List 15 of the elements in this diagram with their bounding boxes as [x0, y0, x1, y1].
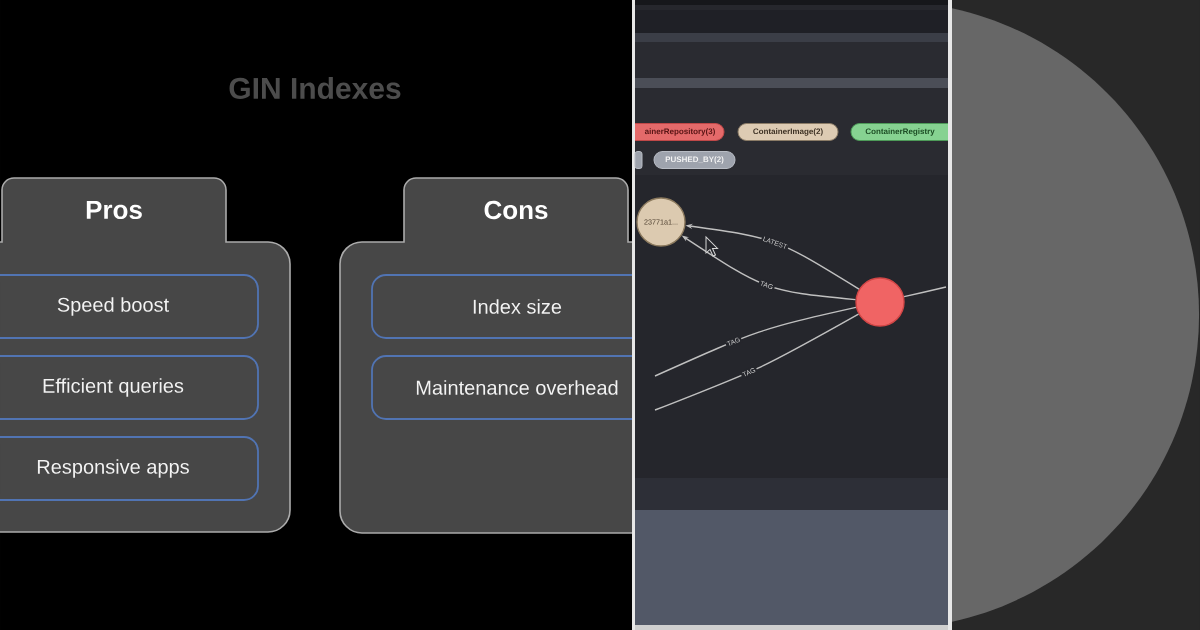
- tag-pill: [634, 151, 643, 169]
- connector-line: [903, 286, 947, 298]
- item-box: Index size: [371, 274, 633, 339]
- tag-pill: PUSHED_BY(2): [653, 151, 736, 169]
- title: GIN Indexes: [229, 77, 401, 99]
- item-box: Responsive apps: [0, 436, 259, 501]
- connector-line: [654, 306, 857, 377]
- connector-line: [654, 313, 860, 411]
- tag-pill: ContainerRegistry: [850, 123, 949, 141]
- graph-node: [855, 277, 905, 327]
- item-box: Maintenance overhead: [371, 355, 633, 420]
- item-box: Efficient queries: [0, 355, 259, 420]
- tag-pill: ainerRepository(3): [634, 123, 725, 141]
- tag-pill: ContainerImage(2): [737, 123, 839, 141]
- item-box: Speed boost: [0, 274, 259, 339]
